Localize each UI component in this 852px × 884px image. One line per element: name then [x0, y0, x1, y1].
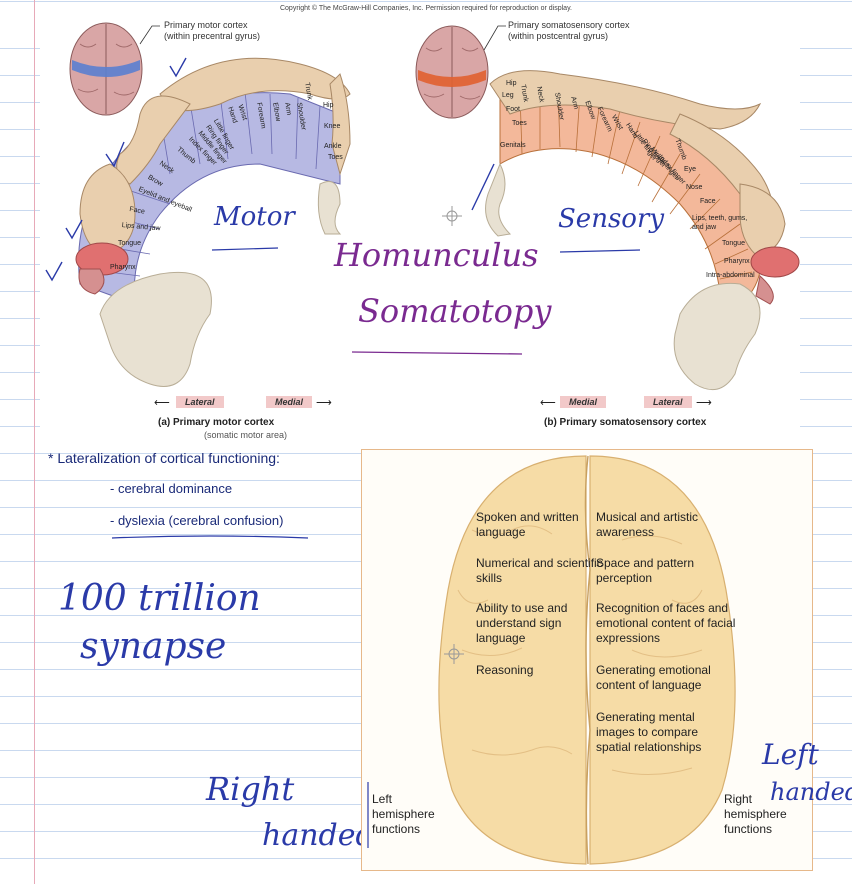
sensory-callout: Primary somatosensory cortex [508, 20, 630, 30]
motor-part: Ankle [324, 143, 342, 150]
motor-part: Pharynx [110, 264, 136, 271]
sensory-part: Toes [512, 120, 527, 127]
sensory-part: Face [700, 198, 716, 205]
handwritten-left: Left [762, 738, 819, 771]
copyright-notice: Copyright © The McGraw-Hill Companies, I… [279, 5, 572, 12]
left-hemisphere-footer: Left hemisphere functions [372, 792, 435, 836]
sensory-part: Intra-abdominal [706, 272, 755, 279]
sensory-part: Tongue [722, 240, 745, 247]
move-cursor-marker [444, 644, 464, 664]
sensory-part: Genitals [500, 142, 526, 149]
handwritten-100-trillion: 100 trillion [58, 578, 261, 619]
left-function-language: Spoken and written language [476, 510, 579, 539]
axis-arrow-right: ⟶ [316, 397, 332, 409]
move-cursor-marker [442, 206, 462, 226]
handwritten-motor: Motor [214, 202, 295, 232]
handwritten-synapse: synapse [80, 626, 227, 667]
sensory-part: Pharynx [724, 258, 750, 265]
handwritten-right: Right [206, 770, 295, 808]
right-function-faces: Recognition of faces and emotional conte… [596, 601, 736, 645]
homunculus-illustration [45, 22, 800, 391]
handwritten-handed: handed [262, 818, 375, 853]
left-function-reasoning: Reasoning [476, 663, 534, 677]
right-function-spatial: Space and pattern perception [596, 556, 695, 585]
motor-caption-sub: (somatic motor area) [204, 430, 288, 440]
motor-axis-lateral: Lateral [176, 396, 224, 408]
axis-arrow-right: ⟶ [696, 397, 712, 409]
motor-callout: Primary motor cortex [164, 20, 248, 30]
brain-top-view [438, 455, 736, 865]
motor-caption: (a) Primary motor cortex [158, 417, 275, 428]
motor-brain-thumbnail [69, 22, 143, 116]
hemisphere-functions-figure: Spoken and written language Numerical an… [361, 449, 813, 871]
sensory-axis-lateral: Lateral [644, 396, 692, 408]
sensory-cortex-strip [489, 70, 800, 305]
sensory-callout-sub: (within postcentral gyrus) [508, 31, 609, 41]
motor-cortex-strip [75, 57, 351, 305]
axis-arrow-left: ⟵ [540, 397, 556, 409]
left-footer-pen-stroke [367, 782, 369, 848]
homunculus-figure: Primary motor cortex (within precentral … [40, 14, 800, 444]
paper-margin-line [34, 0, 35, 884]
left-function-sign-language: Ability to use and understand sign langu… [476, 601, 568, 645]
notes-heading: * Lateralization of cortical functioning… [48, 450, 280, 466]
sensory-caption: (b) Primary somatosensory cortex [544, 417, 707, 428]
left-function-numerical: Numerical and scientific skills [476, 556, 603, 585]
motor-part: Tongue [118, 240, 141, 247]
motor-callout-sub: (within precentral gyrus) [164, 31, 261, 41]
sensory-axis-medial: Medial [560, 396, 607, 408]
right-hemisphere-footer: Right hemisphere functions [724, 792, 787, 836]
motor-part: Knee [324, 123, 341, 130]
handwritten-sensory: Sensory [558, 204, 665, 234]
sensory-part: Foot [506, 106, 521, 113]
sensory-part: Leg [502, 92, 514, 99]
motor-axis-medial: Medial [266, 396, 313, 408]
handwritten-homunculus: Homunculus [334, 236, 539, 274]
notes-item-cerebral-dominance: - cerebral dominance [110, 481, 233, 496]
right-function-emotional-language: Generating emotional content of language [596, 663, 711, 692]
notes-item-dyslexia: - dyslexia (cerebral confusion) [110, 513, 284, 528]
sensory-part: Hip [506, 80, 517, 87]
sensory-brain-thumbnail [415, 25, 489, 119]
axis-arrow-left: ⟵ [154, 397, 170, 409]
motor-part: Toes [328, 154, 343, 161]
motor-part: Hip [323, 102, 334, 109]
sensory-part: Nose [686, 184, 703, 191]
handwritten-somatotopy: Somatotopy [358, 292, 552, 330]
right-function-mental-images: Generating mental images to compare spat… [596, 710, 702, 754]
check-marks [45, 57, 495, 282]
handwritten-left-handed: handed. [770, 778, 852, 806]
sensory-part: Lips, teeth, gums, and jaw [692, 215, 748, 231]
sensory-part: Eye [684, 166, 697, 173]
dyslexia-underline [111, 535, 309, 539]
right-function-musical: Musical and artistic awareness [596, 510, 699, 539]
